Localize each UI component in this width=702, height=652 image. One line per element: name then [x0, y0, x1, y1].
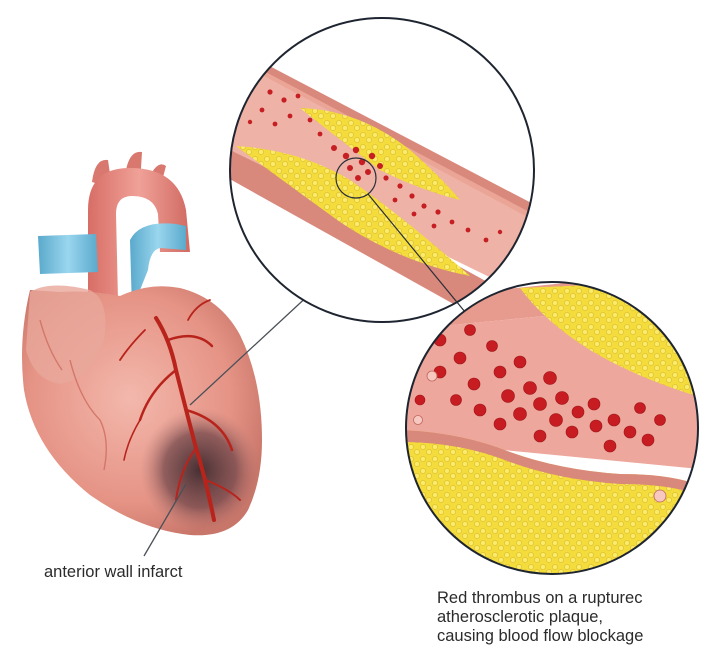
- thrombus-caption: Red thrombus on a rupturec atherosclerot…: [437, 589, 702, 646]
- caption-line-3: causing blood flow blockage: [437, 627, 702, 646]
- vena-cava: [38, 234, 98, 274]
- heart: [22, 152, 262, 535]
- infarct-label: anterior wall infarct: [44, 563, 182, 582]
- caption-line-1: Red thrombus on a rupturec: [437, 589, 702, 608]
- infarct-zone: [140, 408, 260, 532]
- caption-line-2: atherosclerotic plaque,: [437, 608, 702, 627]
- thrombus-magnified-view: [400, 268, 702, 580]
